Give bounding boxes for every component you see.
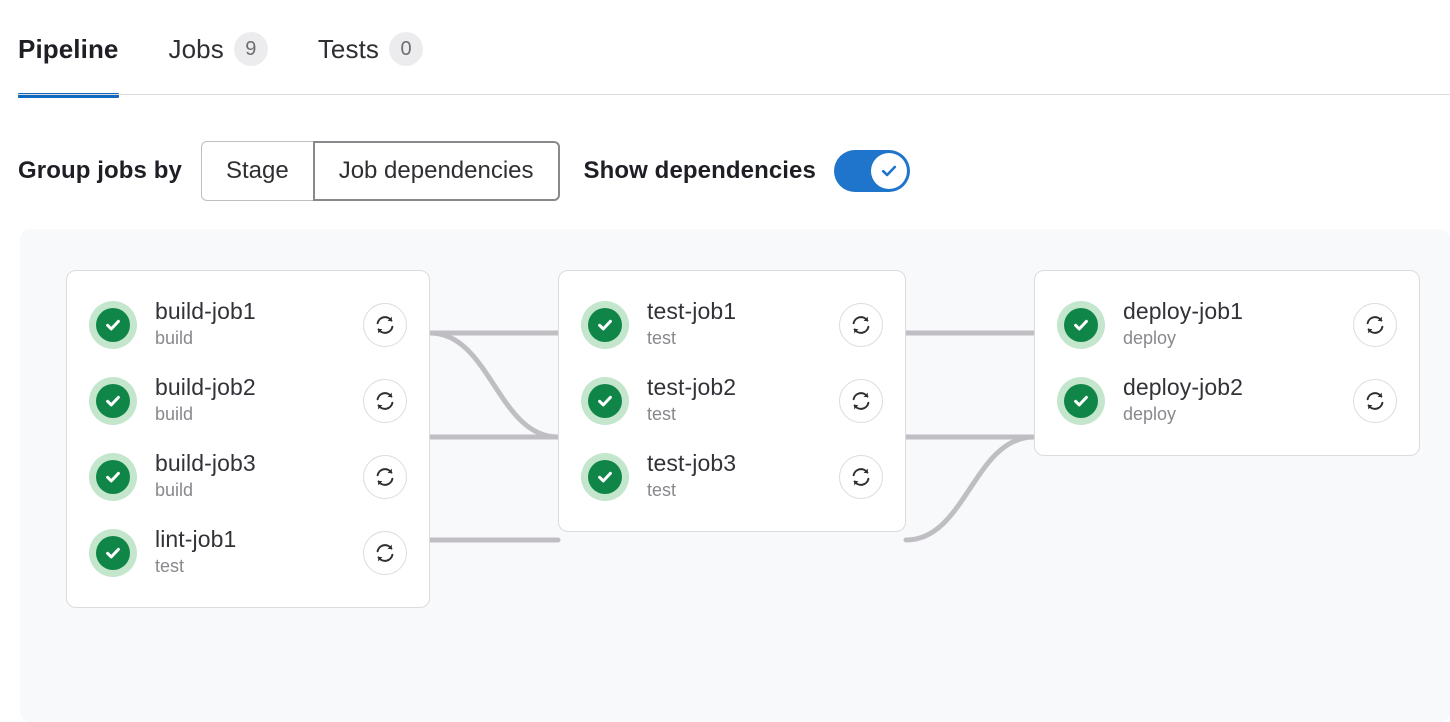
check-icon xyxy=(881,165,897,177)
job-stage: test xyxy=(647,404,677,425)
retry-icon xyxy=(376,544,394,562)
job-name: build-job3 xyxy=(155,450,256,477)
tab-pipeline[interactable]: Pipeline xyxy=(18,0,139,98)
tab-tests-label: Tests xyxy=(317,34,380,64)
job-name: test-job1 xyxy=(647,298,737,325)
retry-icon xyxy=(1366,316,1384,334)
retry-button[interactable] xyxy=(363,379,407,423)
job-row-build-job3[interactable]: build-job3 build xyxy=(67,439,429,515)
group-jobs-by-segmented-control: Stage Job dependencies xyxy=(200,141,560,201)
status-success-icon xyxy=(89,529,137,577)
status-success-icon xyxy=(581,453,629,501)
tab-tests-badge: 0 xyxy=(389,32,424,66)
group-jobs-by-label: Group jobs by xyxy=(18,157,182,184)
show-dependencies-control: Show dependencies xyxy=(584,150,910,192)
tab-bar: Pipeline Jobs 9 Tests 0 xyxy=(0,0,1450,98)
job-text: build-job3 build xyxy=(155,451,256,502)
job-name: build-job1 xyxy=(155,298,256,325)
job-row-lint-job1[interactable]: lint-job1 test xyxy=(67,515,429,591)
retry-icon xyxy=(376,468,394,486)
tab-jobs[interactable]: Jobs 9 xyxy=(169,0,288,98)
job-stage: build xyxy=(155,480,194,501)
show-dependencies-toggle[interactable] xyxy=(833,150,910,192)
group-by-stage-button[interactable]: Stage xyxy=(200,141,313,201)
job-row-test-job1[interactable]: test-job1 test xyxy=(559,287,905,363)
retry-icon xyxy=(852,316,870,334)
pipeline-graph-canvas: build-job1 build xyxy=(20,229,1450,722)
test-column: test-job1 test xyxy=(558,270,906,532)
link-test-job3-deploy-job2 xyxy=(903,434,1037,543)
status-success-icon xyxy=(89,377,137,425)
job-row-test-job3[interactable]: test-job3 test xyxy=(559,439,905,515)
job-name: lint-job1 xyxy=(155,526,237,553)
retry-button[interactable] xyxy=(363,531,407,575)
tab-pipeline-label: Pipeline xyxy=(18,34,119,64)
status-success-icon xyxy=(1057,377,1105,425)
job-text: test-job1 test xyxy=(647,299,736,350)
retry-icon xyxy=(376,392,394,410)
job-text: deploy-job1 deploy xyxy=(1123,299,1243,350)
retry-icon xyxy=(376,316,394,334)
job-name: deploy-job2 xyxy=(1123,374,1244,401)
job-name: test-job3 xyxy=(647,450,737,477)
job-stage: test xyxy=(647,328,677,349)
retry-button[interactable] xyxy=(839,303,883,347)
retry-icon xyxy=(852,468,870,486)
job-stage: test xyxy=(647,480,677,501)
job-stage: deploy xyxy=(1123,328,1177,349)
job-stage: build xyxy=(155,328,194,349)
test-column-card: test-job1 test xyxy=(558,270,906,532)
retry-icon xyxy=(852,392,870,410)
job-stage: test xyxy=(155,556,185,577)
job-row-build-job2[interactable]: build-job2 build xyxy=(67,363,429,439)
group-by-job-dependencies-button[interactable]: Job dependencies xyxy=(312,141,560,201)
tab-active-indicator xyxy=(18,93,119,98)
toggle-knob xyxy=(870,153,907,189)
job-name: test-job2 xyxy=(647,374,737,401)
status-success-icon xyxy=(89,301,137,349)
deploy-column: deploy-job1 deploy xyxy=(1034,270,1420,456)
job-row-build-job1[interactable]: build-job1 build xyxy=(67,287,429,363)
status-success-icon xyxy=(1057,301,1105,349)
job-text: build-job2 build xyxy=(155,375,256,426)
retry-button[interactable] xyxy=(363,303,407,347)
job-text: test-job3 test xyxy=(647,451,736,502)
retry-button[interactable] xyxy=(363,455,407,499)
tab-jobs-label: Jobs xyxy=(168,34,224,64)
retry-button[interactable] xyxy=(839,379,883,423)
status-success-icon xyxy=(581,301,629,349)
status-success-icon xyxy=(89,453,137,501)
job-name: build-job2 xyxy=(155,374,256,401)
job-stage: deploy xyxy=(1123,404,1177,425)
job-stage: build xyxy=(155,404,194,425)
build-column: build-job1 build xyxy=(66,270,430,608)
tab-jobs-badge: 9 xyxy=(233,32,268,66)
show-dependencies-label: Show dependencies xyxy=(583,157,816,184)
job-row-test-job2[interactable]: test-job2 test xyxy=(559,363,905,439)
tab-tests[interactable]: Tests 0 xyxy=(318,0,443,98)
job-text: deploy-job2 deploy xyxy=(1123,375,1243,426)
job-name: deploy-job1 xyxy=(1123,298,1244,325)
retry-button[interactable] xyxy=(839,455,883,499)
status-success-icon xyxy=(581,377,629,425)
retry-button[interactable] xyxy=(1353,379,1397,423)
job-row-deploy-job2[interactable]: deploy-job2 deploy xyxy=(1035,363,1419,439)
job-row-deploy-job1[interactable]: deploy-job1 deploy xyxy=(1035,287,1419,363)
job-text: build-job1 build xyxy=(155,299,256,350)
retry-icon xyxy=(1366,392,1384,410)
job-text: test-job2 test xyxy=(647,375,736,426)
build-column-card: build-job1 build xyxy=(66,270,430,608)
retry-button[interactable] xyxy=(1353,303,1397,347)
deploy-column-card: deploy-job1 deploy xyxy=(1034,270,1420,456)
link-build-job1-test-job2 xyxy=(427,330,561,440)
job-text: lint-job1 test xyxy=(155,527,236,578)
pipeline-controls: Group jobs by Stage Job dependencies Sho… xyxy=(18,140,910,202)
